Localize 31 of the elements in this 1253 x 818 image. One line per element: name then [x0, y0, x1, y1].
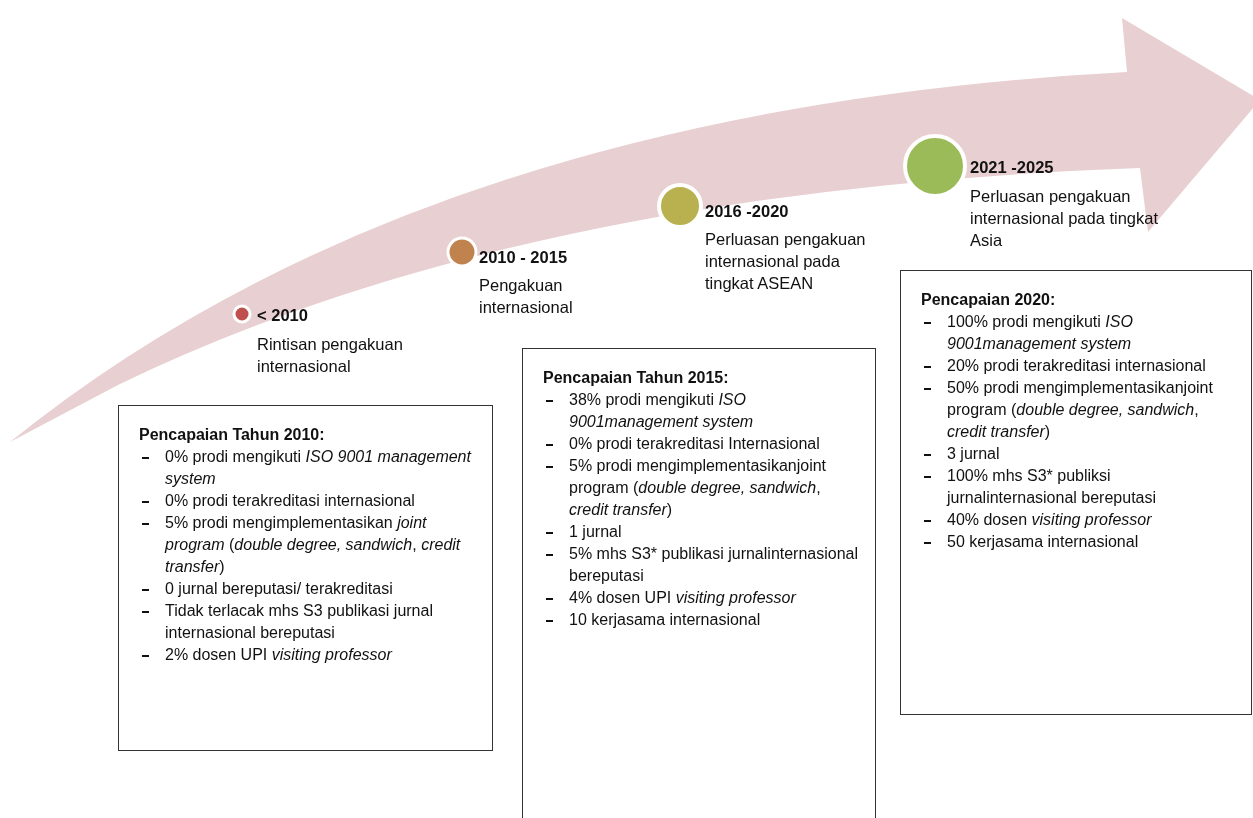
- list-item: 40% dosen visiting professor: [947, 511, 1152, 528]
- milestone-description: Perluasan pengakuan internasional pada tingkat ASEAN: [705, 229, 867, 294]
- achievement-box: [118, 405, 493, 751]
- list-item: 1 jurnal: [569, 523, 622, 540]
- list-item: 50% prodi mengimplementasikanjoint program (double degree, sandwich, credit transfer): [947, 379, 1213, 440]
- period-label: 2010 - 2015: [479, 247, 568, 268]
- list-item: 100% prodi mengikuti ISO 9001management system: [947, 313, 1133, 352]
- box-heading: Pencapaian 2020:: [921, 290, 1057, 310]
- achievement-box: [900, 270, 1252, 715]
- period-label: 2021 -2025: [970, 157, 1054, 178]
- milestone-description: Pengakuan internasional: [479, 275, 574, 318]
- list-item: 3 jurnal: [947, 445, 1000, 462]
- achievement-box: [522, 348, 876, 818]
- milestone-description: Rintisan pengakuan internasional: [257, 334, 404, 377]
- list-item: 0 jurnal bereputasi/ terakreditasi: [165, 580, 393, 597]
- list-item: 50 kerjasama internasional: [947, 533, 1139, 550]
- list-item: 5% prodi mengimplementasikan joint program (double degree, sandwich, credit transfer): [165, 514, 461, 575]
- list-item: 20% prodi terakreditasi internasional: [947, 357, 1206, 374]
- list-item: 0% prodi terakreditasi Internasional: [569, 435, 820, 452]
- list-item: 4% dosen UPI visiting professor: [569, 589, 796, 606]
- list-item: 0% prodi terakreditasi internasional: [165, 492, 415, 509]
- box-heading: Pencapaian Tahun 2010:: [139, 425, 326, 445]
- list-item: 10 kerjasama internasional: [569, 611, 761, 628]
- period-label: < 2010: [257, 305, 308, 326]
- box-heading: Pencapaian Tahun 2015:: [543, 368, 730, 388]
- milestone-description: Perluasan pengakuan internasional pada tingkat Asia: [970, 186, 1160, 251]
- list-item: 5% prodi mengimplementasikanjoint program (double degree, sandwich, credit transfer): [569, 457, 827, 518]
- period-label: 2016 -2020: [705, 201, 789, 222]
- list-item: 2% dosen UPI visiting professor: [165, 646, 392, 663]
- list-item: 38% prodi mengikuti ISO 9001management system: [569, 391, 754, 430]
- list-item: 0% prodi mengikuti ISO 9001 management system: [165, 448, 471, 487]
